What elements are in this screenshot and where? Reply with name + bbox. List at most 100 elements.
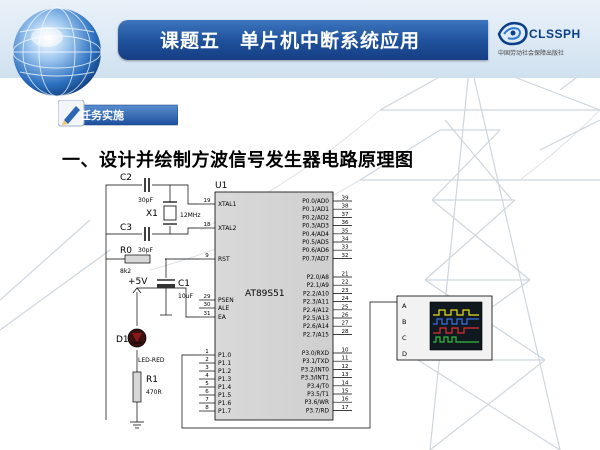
mcu-pin-number: 6 <box>205 389 209 395</box>
mcu-pin-number: 39 <box>342 196 349 202</box>
mcu-pin-number: 21 <box>342 272 349 278</box>
mcu-pin-number: 34 <box>342 237 349 243</box>
mcu-chip-name: AT89S51 <box>245 289 285 299</box>
mcu-pin-number: 10 <box>342 348 349 354</box>
resistor-r0: R0 8k2 <box>120 246 151 275</box>
mcu-pin-name: P2.5/A13 <box>303 316 329 322</box>
mcu-pin-number: 25 <box>342 304 349 310</box>
r1-ref: R1 <box>146 375 158 385</box>
globe-icon <box>12 7 102 97</box>
mcu-pin-number: 22 <box>342 280 349 286</box>
mcu-pin-number: 17 <box>342 405 349 411</box>
scope-channel-label: A <box>402 302 407 310</box>
mcu-pin-name: P1.4 <box>218 384 231 391</box>
mcu-pin-name: P3.6/WR <box>305 400 329 406</box>
mcu-pin-number: 33 <box>342 245 349 251</box>
mcu-pin-name: P2.4/A12 <box>303 308 329 314</box>
x1-ref: X1 <box>146 209 158 219</box>
mcu-chip <box>214 191 334 421</box>
mcu-pin-number: 37 <box>342 212 349 218</box>
mcu-pin-number: 14 <box>342 380 349 386</box>
mcu-pin-name: EA <box>218 314 227 321</box>
mcu-pin-name: ALE <box>218 305 229 312</box>
mcu-pin-name: P0.5/AD5 <box>302 240 329 246</box>
mcu-pin-name: P1.3 <box>218 376 231 383</box>
c3-value: 30pF <box>138 247 153 254</box>
mcu-pin-name: PSEN <box>218 297 234 304</box>
task-badge <box>58 100 178 127</box>
mcu-pin-number: 26 <box>342 313 349 319</box>
mcu-pin-name: P0.6/AD6 <box>302 248 329 254</box>
mcu-pin-number: 18 <box>204 222 211 228</box>
mcu-pin-name: P0.7/AD7 <box>302 256 329 262</box>
mcu-pin-name: XTAL1 <box>218 201 237 208</box>
mcu-pin-number: 2 <box>205 357 209 363</box>
mcu-pin-name: P2.7/A15 <box>303 332 329 338</box>
mcu-pin-name: P0.0/AD0 <box>302 199 329 205</box>
mcu-pin-number: 23 <box>342 288 349 294</box>
mcu-pin-number: 32 <box>342 253 349 259</box>
publisher-logo-subtext: 中国劳动社会保障出版社 <box>498 50 565 57</box>
mcu-pin-number: 19 <box>204 198 211 204</box>
c1-value: 10uF <box>178 293 193 300</box>
mcu-pin-number: 15 <box>342 389 349 395</box>
capacitor-c3: C3 30pF <box>120 223 153 254</box>
r0-ref: R0 <box>120 246 132 256</box>
vcc-label: +5V <box>128 277 148 287</box>
mcu-right-pins: 39P0.0/AD038P0.1/AD137P0.2/AD236P0.3/AD3… <box>301 196 352 414</box>
capacitor-c1: C1 10uF <box>157 279 193 316</box>
mcu-pin-number: 11 <box>342 356 349 362</box>
vcc-terminal: +5V <box>128 277 148 294</box>
mcu-pin-number: 1 <box>205 349 209 355</box>
u1-ref: U1 <box>215 181 227 191</box>
mcu-pin-name: P3.4/T0 <box>307 384 329 390</box>
mcu-pin-name: P0.2/AD2 <box>302 215 329 221</box>
scope-channel-label: D <box>402 350 407 358</box>
mcu-pin-number: 4 <box>205 373 209 379</box>
mcu-pin-number: 7 <box>205 397 209 403</box>
mcu-pin-name: P2.1/A9 <box>307 283 330 289</box>
publisher-logo-icon <box>497 21 528 46</box>
mcu-pin-number: 30 <box>204 302 211 308</box>
mcu-pin-number: 16 <box>342 397 349 403</box>
mcu-pin-name: P3.7/RD <box>306 408 330 414</box>
mcu-pin-number: 3 <box>205 365 209 371</box>
capacitor-c2: C2 30pF <box>120 173 153 204</box>
mcu-pin-name: P0.1/AD1 <box>302 207 329 213</box>
mcu-pin-number: 35 <box>342 228 349 234</box>
mcu-pin-name: P2.2/A10 <box>303 291 329 297</box>
c2-ref: C2 <box>120 173 132 183</box>
publisher-logo: CLSSPH 中国劳动社会保障出版社 <box>496 18 596 64</box>
mcu-pin-name: P2.3/A11 <box>303 300 329 306</box>
c3-ref: C3 <box>120 223 132 233</box>
r0-value: 8k2 <box>120 268 131 275</box>
mcu-pin-number: 8 <box>205 405 209 411</box>
mcu-pin-name: P1.6 <box>218 400 231 407</box>
mcu-pin-name: P1.0 <box>218 352 231 359</box>
mcu-pin-name: RST <box>218 256 230 263</box>
mcu-pin-number: 29 <box>204 294 211 300</box>
resistor-r1: R1 470R <box>132 371 162 403</box>
oscilloscope-screen <box>429 301 483 351</box>
mcu-pin-name: P3.1/TXD <box>302 359 329 365</box>
mcu-pin-number: 36 <box>342 220 349 226</box>
d1-value: LED-RED <box>138 357 165 364</box>
mcu-pin-name: P1.1 <box>218 360 231 367</box>
page-title: 课题五 单片机中断系统应用 <box>160 30 421 52</box>
task-badge-label: 任务实施 <box>80 109 124 122</box>
crystal-x1: X1 12MHz <box>146 201 200 225</box>
title-bar: 课题五 单片机中断系统应用 <box>118 20 488 60</box>
d1-ref: D1 <box>116 335 129 345</box>
mcu-pin-name: XTAL2 <box>218 225 237 232</box>
mcu-pin-number: 12 <box>342 364 349 370</box>
mcu-pin-number: 9 <box>205 253 209 259</box>
section-heading: 一、设计并绘制方波信号发生器电路原理图 <box>62 150 414 171</box>
mcu-pin-name: P3.2/INT0 <box>301 367 329 373</box>
scope-channel-label: B <box>402 318 406 326</box>
mcu-pin-name: P3.5/T1 <box>307 392 329 398</box>
x1-value: 12MHz <box>180 212 200 219</box>
